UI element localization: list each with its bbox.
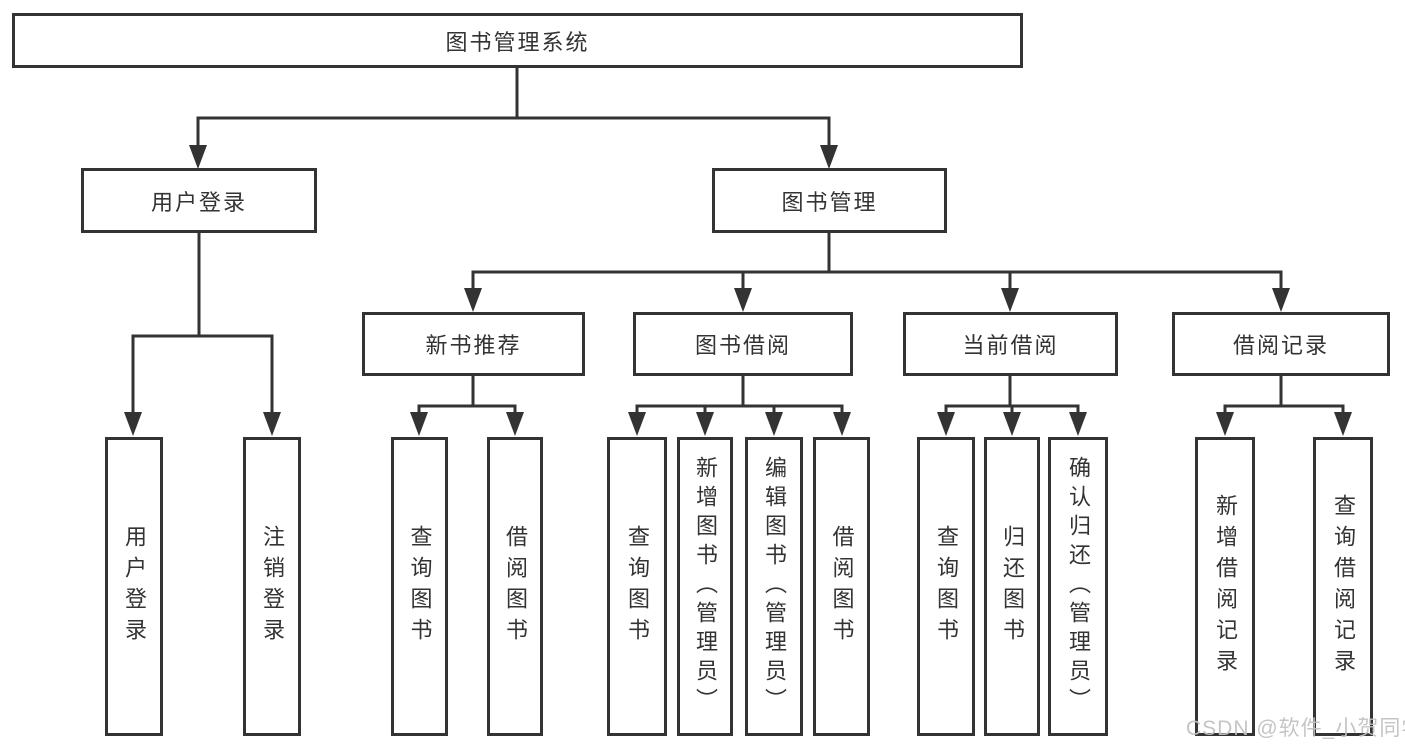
leaf-add-borrow-record: 新增借阅记录 [1195, 437, 1255, 736]
leaf-search-books-3: 查询图书 [917, 437, 975, 736]
leaf-search-borrow-record: 查询借阅记录 [1313, 437, 1373, 736]
leaf-confirm-return-admin: 确认归还（管理员） [1048, 437, 1108, 736]
leaf-search-books-1: 查询图书 [391, 437, 448, 736]
leaf-logout: 注销登录 [243, 437, 301, 736]
leaf-search-books-2: 查询图书 [607, 437, 667, 736]
connector-newbooks-to-leaves [417, 373, 517, 417]
csdn-watermark: CSDN @软件_小贺同学 [1186, 717, 1405, 740]
connector-root-to-level2 [196, 65, 831, 150]
leaf-borrow-books-1: 借阅图书 [487, 437, 543, 736]
connector-borrowing-to-leaves [635, 373, 844, 417]
connector-userlogin-to-leaves [131, 230, 274, 417]
node-library-management-system: 图书管理系统 [12, 13, 1023, 68]
node-book-borrowing: 图书借阅 [633, 312, 853, 376]
connector-records-to-leaves [1223, 373, 1345, 417]
leaf-user-login: 用户登录 [105, 437, 163, 736]
connector-bookmgmt-to-level3 [471, 230, 1283, 294]
leaf-edit-books-admin: 编辑图书（管理员） [745, 437, 803, 736]
node-new-book-recommendation: 新书推荐 [362, 312, 585, 376]
leaf-return-books: 归还图书 [984, 437, 1040, 736]
leaf-borrow-books-2: 借阅图书 [813, 437, 870, 736]
node-user-login: 用户登录 [81, 168, 317, 233]
node-book-management: 图书管理 [712, 168, 947, 233]
node-borrowing-records: 借阅记录 [1172, 312, 1390, 376]
node-current-borrowing: 当前借阅 [903, 312, 1118, 376]
leaf-add-books-admin: 新增图书（管理员） [677, 437, 733, 736]
connector-current-to-leaves [944, 373, 1080, 417]
